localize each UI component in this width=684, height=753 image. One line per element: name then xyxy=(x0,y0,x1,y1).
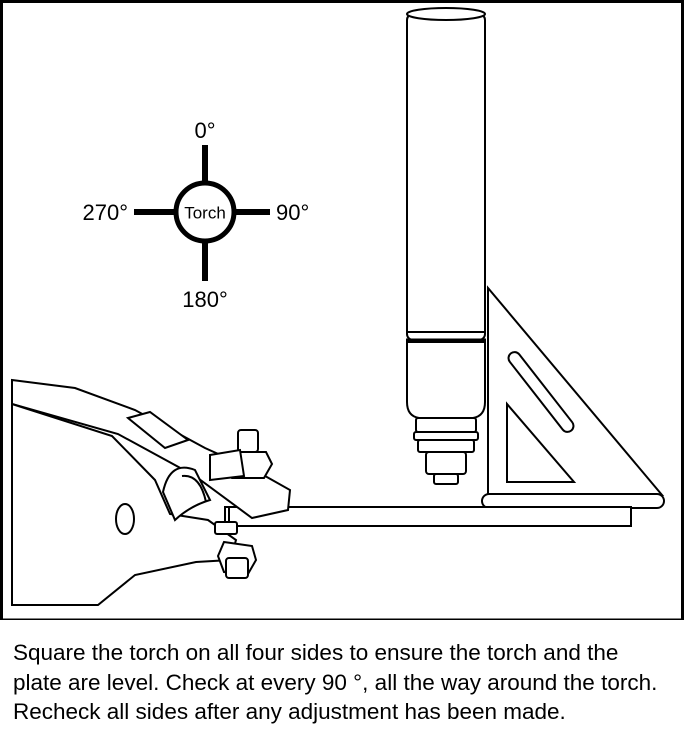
angle-label-0: 0° xyxy=(194,118,215,143)
frame-border xyxy=(0,0,684,620)
plate xyxy=(224,506,632,527)
angle-label-270: 270° xyxy=(82,200,128,225)
carpenter-square xyxy=(481,285,665,509)
angle-label-90: 90° xyxy=(276,200,309,225)
torch-circle xyxy=(173,180,237,244)
angle-label-180: 180° xyxy=(182,287,228,312)
compass-rose: Torch 0° 90° 180° 270° xyxy=(82,118,309,312)
torch-body xyxy=(406,7,486,485)
caption-text: Square the torch on all four sides to en… xyxy=(13,640,658,724)
torch-label: Torch xyxy=(184,204,226,223)
torch-squaring-illustration: Torch 0° 90° 180° 270° xyxy=(0,0,684,620)
clamp xyxy=(11,378,292,606)
